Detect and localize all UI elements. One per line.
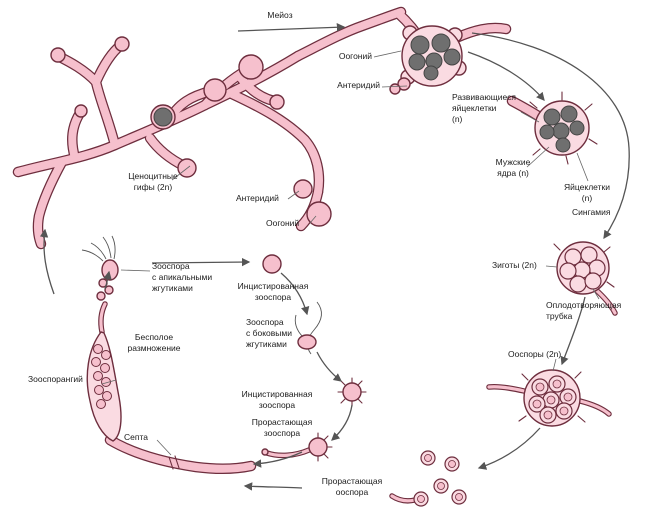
antheridium-top-structure xyxy=(397,77,411,91)
label-male-nuclei: Мужские ядра (n) xyxy=(495,157,531,178)
label-syngamy: Сингамия xyxy=(572,207,611,217)
label-zoospore-apical: Зооспора с апикальными жгутиками xyxy=(152,261,213,293)
label-antheridium-left: Антеридий xyxy=(236,193,279,203)
label-zoospore-lateral: Зооспора с боковыми жгутиками xyxy=(246,317,292,349)
label-pointer-lines xyxy=(101,50,600,456)
germinating-zoospore-structure xyxy=(308,437,328,457)
label-coenocytic-hyphae: Ценоцитные гифы (2n) xyxy=(128,171,178,192)
encysted-zoospore-2-structure xyxy=(342,382,362,402)
zoosporangium-illustration xyxy=(86,278,180,470)
label-fertilization-tube: Оплодотворяющая трубка xyxy=(546,300,622,321)
label-oospores: Ооспоры (2n) xyxy=(508,349,562,359)
septum-structure xyxy=(168,456,174,470)
label-zoosporangium: Зооспорангий xyxy=(28,374,83,384)
zygote-cluster-illustration xyxy=(553,241,618,316)
germinating-oospores-illustration xyxy=(389,450,467,507)
label-oogonium-left: Оогоний xyxy=(266,218,300,228)
label-septum: Септа xyxy=(124,432,148,442)
label-zygotes: Зиготы (2n) xyxy=(492,260,537,270)
label-developing-eggs: Развивающиеся яйцеклетки (n) xyxy=(452,92,517,124)
oospore-cluster-illustration xyxy=(486,369,612,427)
label-asexual-reproduction: Бесполое размножение xyxy=(127,332,181,353)
label-germinating-zoospore: Прорастающая зооспора xyxy=(251,417,313,438)
egg-cluster-illustration xyxy=(529,91,598,165)
hyphae-blobs xyxy=(50,36,332,227)
oogonium-antheridium-illustration xyxy=(389,25,467,95)
label-antheridium-top: Антеридий xyxy=(337,80,380,90)
label-encysted-zoospore-1: Инцистированная зооспора xyxy=(237,281,309,302)
zoospore-illustrations xyxy=(81,235,367,462)
label-germinating-oospore: Прорастающая ооспора xyxy=(321,476,383,497)
zoospore-apical-structure xyxy=(101,259,119,281)
label-encysted-zoospore-2: Инцистированная зооспора xyxy=(241,389,313,410)
antheridium-left-structure xyxy=(293,179,313,199)
label-meiosis: Мейоз xyxy=(267,10,293,20)
encysted-zoospore-1-structure xyxy=(262,254,282,274)
cycle-arrows xyxy=(39,23,630,491)
zoospore-lateral-structure xyxy=(297,334,317,350)
label-egg-cells: Яйцеклетки (n) xyxy=(564,182,610,203)
label-oogonium-top: Оогоний xyxy=(338,51,372,61)
